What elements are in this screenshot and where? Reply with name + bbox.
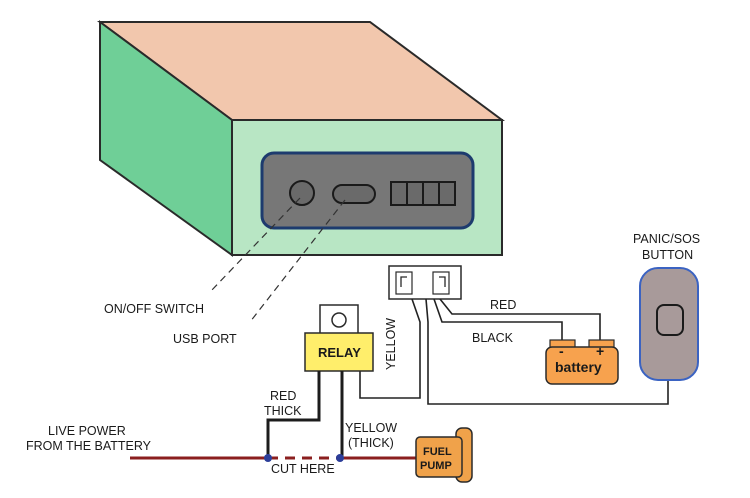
battery-label: battery: [555, 359, 602, 375]
fuel-pump: [415, 427, 473, 483]
panic-sos-button: [639, 267, 699, 381]
panic-label-line1: PANIC/SOS: [633, 232, 700, 246]
onoff-leader-line: [209, 197, 301, 293]
indicator-strip: [390, 181, 456, 206]
fuel-pump-label-line2: PUMP: [420, 460, 452, 472]
black-wire-label: BLACK: [472, 331, 514, 345]
tracker-box: [96, 20, 506, 257]
battery: [545, 339, 619, 385]
harness-connector: [388, 265, 462, 300]
cut-here-label: CUT HERE: [271, 462, 335, 476]
black-wire: [433, 298, 563, 345]
battery-minus-label: -: [559, 343, 564, 359]
live-power-label-line2: FROM THE BATTERY: [26, 439, 152, 453]
red-wire: [439, 298, 601, 345]
junction-dot-right: [336, 454, 344, 462]
red-thick-label-line1: RED: [270, 389, 296, 403]
fuel-pump-label-line1: FUEL: [423, 446, 452, 458]
usb-port-label: USB PORT: [173, 332, 237, 346]
yellow-vertical-label: YELLOW: [384, 318, 398, 370]
yellow-thick-label-line1: YELLOW: [345, 421, 397, 435]
relay: [304, 304, 374, 372]
onoff-switch: [289, 180, 315, 206]
junction-dot-left: [264, 454, 272, 462]
yellow-thick-label-line2: (THICK): [348, 436, 394, 450]
usb-port: [332, 184, 376, 204]
live-power-label-line1: LIVE POWER: [48, 424, 126, 438]
relay-label: RELAY: [318, 345, 361, 360]
onoff-switch-label: ON/OFF SWITCH: [104, 302, 204, 316]
red-wire-label: RED: [490, 298, 516, 312]
yellow-wire: [359, 298, 421, 399]
battery-plus-label: +: [596, 343, 604, 359]
red-thick-wire: [266, 371, 321, 458]
ground-wire-to-button: [425, 298, 669, 405]
red-thick-label-line2: THICK: [264, 404, 302, 418]
usb-leader-line: [249, 199, 346, 323]
panic-label-line2: BUTTON: [642, 248, 693, 262]
